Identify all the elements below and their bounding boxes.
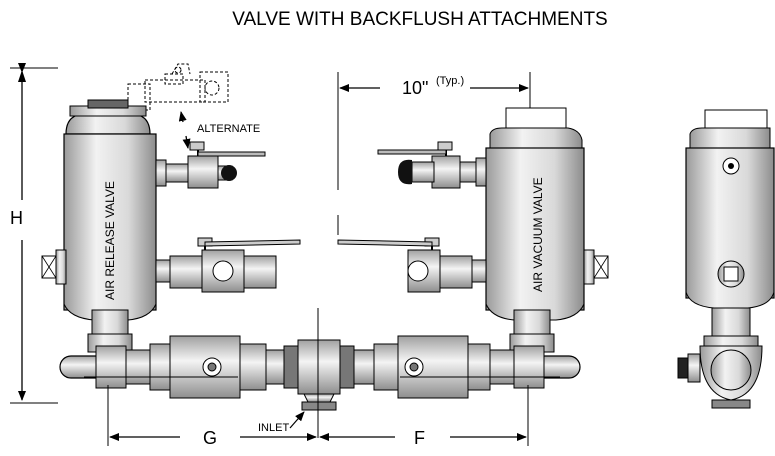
air-release-valve: AIR RELEASE VALVE [63, 99, 157, 321]
side-boss-left [55, 249, 67, 285]
backflush-ball-valve-upper-left [155, 141, 266, 189]
flush-ball-valve-lower-right [337, 237, 487, 293]
dim-g-label: G [203, 428, 217, 448]
dim-spacing-label: 10" [402, 78, 428, 98]
alternate-position-dashed [127, 63, 229, 111]
dim-f-label: F [414, 428, 425, 448]
bottom-manifold [59, 335, 581, 411]
dimension-spacing: 10" (Typ.) [337, 72, 531, 235]
diagram-title: VALVE WITH BACKFLUSH ATTACHMENTS [232, 9, 607, 30]
air-vacuum-valve: AIR VACUUM VALVE [485, 107, 585, 321]
dim-h-label: H [10, 208, 23, 228]
inlet-callout: INLET [258, 411, 305, 434]
dim-spacing-note: (Typ.) [436, 75, 464, 87]
dimension-h: H [10, 63, 58, 404]
side-boss-right [583, 249, 595, 285]
air-vacuum-valve-label: AIR VACUUM VALVE [531, 177, 545, 292]
dimension-g: G [107, 385, 317, 448]
inlet-label: INLET [258, 422, 289, 434]
flush-ball-valve-lower-left [155, 237, 301, 293]
alternate-callout: ALTERNATE [178, 111, 260, 149]
side-view [677, 109, 775, 409]
nipple-left [91, 309, 129, 339]
air-release-valve-label: AIR RELEASE VALVE [103, 181, 117, 300]
dimension-f: F [319, 385, 529, 448]
nipple-right [513, 309, 551, 339]
side-plug-left-cross [41, 255, 57, 279]
backflush-ball-valve-upper-right [377, 141, 487, 189]
alternate-label: ALTERNATE [197, 123, 260, 135]
side-plug-right-cross [593, 255, 609, 279]
